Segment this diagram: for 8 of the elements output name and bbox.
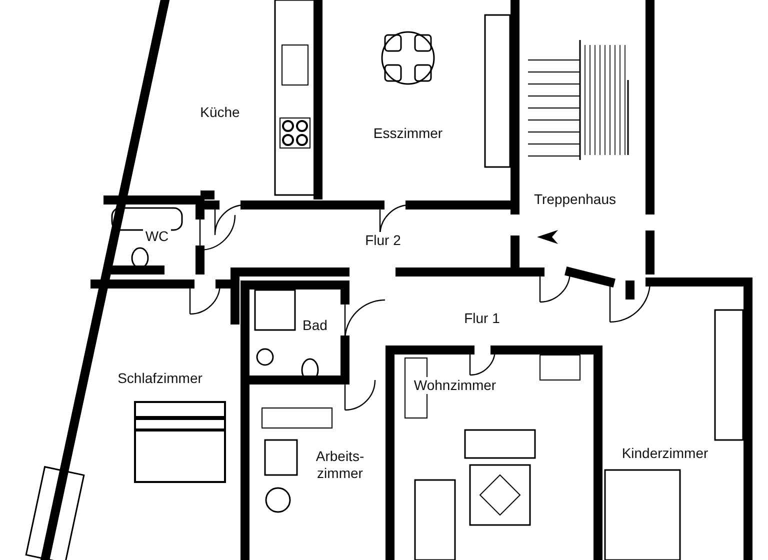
room-label: Bad [300, 316, 330, 334]
room-label: Treppenhaus [532, 190, 618, 208]
room-label: Schlafzimmer [116, 370, 204, 386]
room-label: Flur 2 [363, 232, 403, 248]
room-label: Küche [198, 104, 242, 120]
room-label: WC [143, 228, 171, 244]
room-label: Flur 1 [462, 310, 502, 326]
room-label: Wohnzimmer [412, 376, 498, 394]
